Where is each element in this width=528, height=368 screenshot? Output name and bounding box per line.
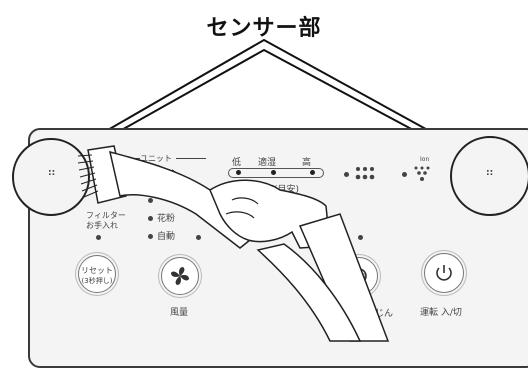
- fan-speed-label: 風量: [170, 308, 189, 318]
- sleep-indicator: [196, 235, 201, 240]
- reset-label-2: (3秒押し): [81, 277, 113, 285]
- powerful-indicator: [358, 235, 363, 240]
- fan-speed-button[interactable]: [161, 257, 199, 295]
- auto-label: 自動: [157, 232, 176, 242]
- unit-line-right: [176, 158, 206, 159]
- cleaning-brush-illustration: [77, 145, 390, 342]
- sensor-callout-title: センサー部: [206, 16, 322, 41]
- power-icon: [436, 265, 452, 281]
- left-sensor: ::: [48, 168, 56, 178]
- filter-care-line2: お手入れ: [86, 221, 118, 230]
- menu-indicator: [148, 198, 153, 203]
- right-sensor: ::: [486, 168, 494, 178]
- humidity-high: 高: [302, 158, 312, 168]
- filter-care-line1: フィルター: [86, 211, 126, 220]
- auto-indicator: [148, 234, 153, 239]
- ion-drops-icon: [414, 166, 430, 181]
- callout-lines: [79, 38, 465, 155]
- water-drops-icon: [355, 167, 375, 180]
- reset-button[interactable]: リセット (3秒押し): [78, 255, 116, 293]
- humidity-mid: 適湿: [258, 158, 277, 168]
- ion-label: Ion: [420, 156, 430, 163]
- reset-label-1: リセット: [81, 266, 113, 275]
- water-indicator: [344, 172, 349, 177]
- pollen-indicator: [148, 216, 153, 221]
- left-sensor-highlight: [12, 138, 90, 216]
- humidity-low: 低: [232, 158, 242, 168]
- power-button[interactable]: [424, 253, 464, 293]
- ion-indicator: [402, 172, 407, 177]
- right-sensor-highlight: [450, 136, 528, 216]
- filter-indicator: [96, 235, 101, 240]
- humidity-dot-mid: [271, 170, 276, 175]
- unit-label: ユニット: [140, 154, 172, 163]
- pollen-label: 花粉: [157, 214, 176, 224]
- humidity-dot-low: [236, 170, 241, 175]
- humidity-gauge: [228, 168, 324, 178]
- power-label: 運転 入/切: [420, 308, 462, 318]
- fan-icon: [171, 267, 189, 285]
- humidity-dot-high: [310, 170, 315, 175]
